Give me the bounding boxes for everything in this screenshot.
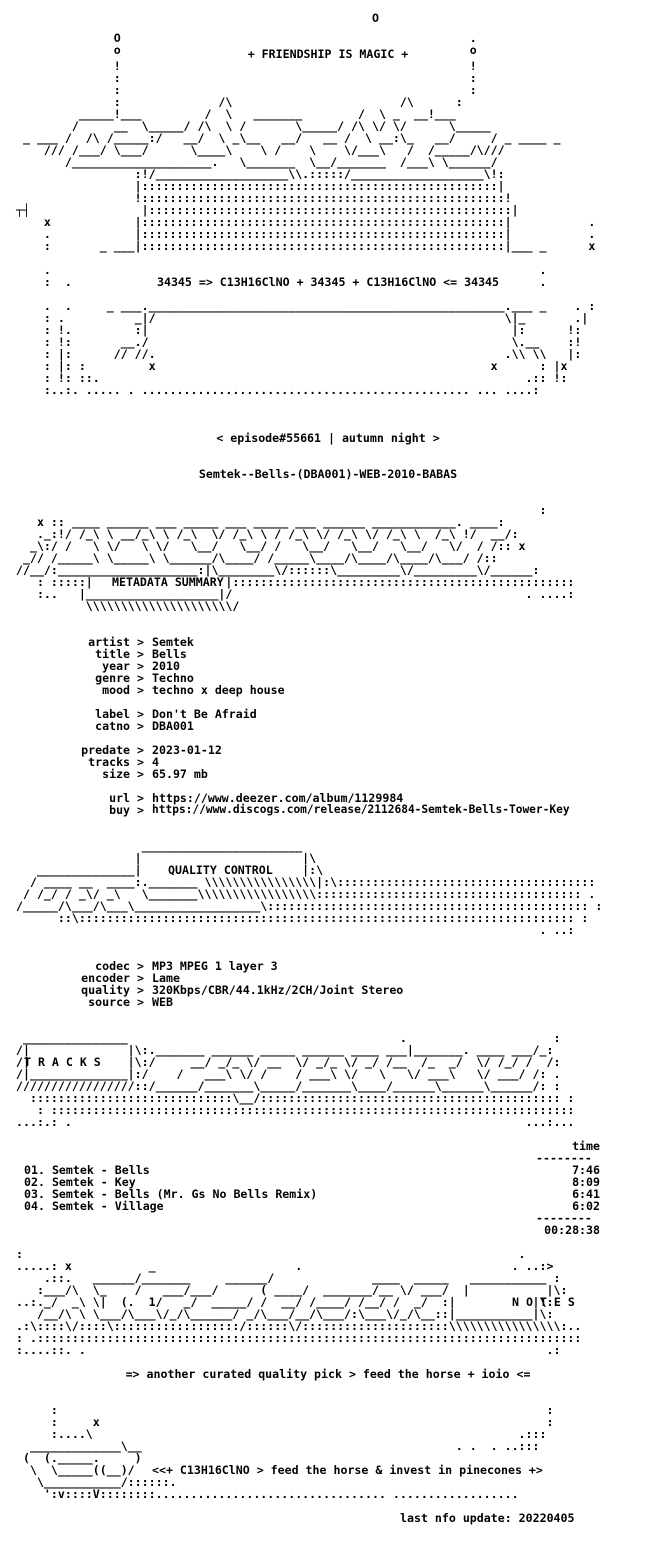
ascii-art-notes: : . — [16, 1247, 526, 1261]
track-row: 01. Semtek - Bells — [24, 1163, 150, 1177]
tagline: + FRIENDSHIP IS MAGIC + — [247, 47, 409, 61]
title-value: Bells — [152, 647, 187, 661]
url-link[interactable]: https://www.deezer.com/album/1129984 — [152, 791, 404, 805]
mood-value: techno x deep house — [152, 683, 285, 697]
track-row: 04. Semtek - Village — [24, 1199, 164, 1213]
quality-section-title: QUALITY CONTROL — [168, 863, 273, 877]
ascii-art-header: O — [16, 11, 379, 25]
size-value: 65.97 mb — [152, 767, 208, 781]
signoff: <<+ C13H16ClNO > feed the horse & invest… — [152, 1463, 543, 1477]
episode: < episode#55661 | autumn night > — [216, 431, 440, 445]
ascii-art-quality: _______________________ — [16, 839, 303, 853]
year-value: 2010 — [152, 659, 180, 673]
source-value: WEB — [152, 995, 173, 1009]
time-header: time — [572, 1139, 600, 1153]
encoder-value: Lame — [152, 971, 180, 985]
artist-value: Semtek — [152, 635, 194, 649]
label-value: Don't Be Afraid — [152, 707, 257, 721]
ascii-art-footer: : : — [16, 1403, 554, 1417]
quality-value: 320Kbps/CBR/44.1kHz/2CH/Joint Stereo — [152, 983, 404, 997]
track-row: 02. Semtek - Key — [24, 1175, 136, 1189]
formula: 34345 => C13H16ClNO + 34345 + C13H16ClNO… — [156, 275, 500, 289]
release-name: Semtek--Bells-(DBA001)-WEB-2010-BABAS — [198, 467, 458, 481]
catno-value: DBA001 — [152, 719, 194, 733]
ascii-art-metadata: : — [16, 503, 547, 517]
buy-link[interactable]: https://www.discogs.com/release/2112684-… — [152, 803, 570, 816]
last-update: last nfo update: 20220405 — [400, 1511, 575, 1525]
tracks-section-title: T R A C K S — [24, 1055, 101, 1069]
metadata-section-title: METADATA SUMMARY — [112, 575, 224, 589]
genre-value: Techno — [152, 671, 194, 685]
notes-text: => another curated quality pick > feed t… — [125, 1367, 531, 1381]
total-time: 00:28:38 — [544, 1223, 600, 1237]
track-row: 03. Semtek - Bells (Mr. Gs No Bells Remi… — [24, 1187, 318, 1201]
codec-value: MP3 MPEG 1 layer 3 — [152, 959, 278, 973]
predate-value: 2023-01-12 — [152, 743, 222, 757]
notes-section-title: N O T E S — [512, 1295, 575, 1309]
tracks-value: 4 — [152, 755, 159, 769]
ascii-art-tracks: _______________ . : — [16, 1031, 561, 1045]
